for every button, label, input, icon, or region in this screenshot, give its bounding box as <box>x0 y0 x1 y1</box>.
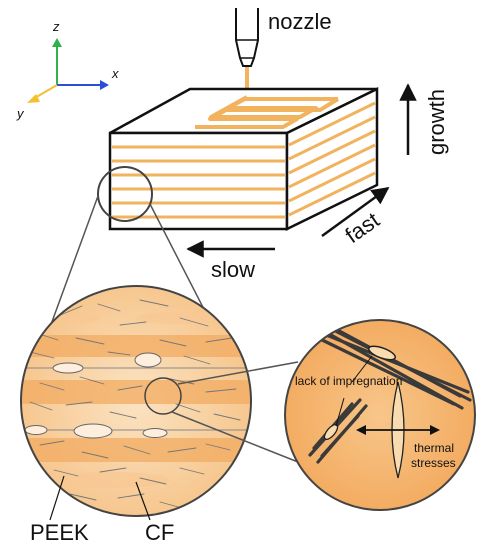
fast-label: fast <box>341 207 384 248</box>
inner-zoom-circle <box>144 377 182 415</box>
z-axis-arrowhead <box>52 38 62 47</box>
nozzle-body <box>235 8 259 67</box>
printed-part <box>108 86 379 232</box>
fiber-bundle-upper <box>312 320 472 410</box>
coordinate-axes: z x y <box>16 19 119 121</box>
carbon-fibers <box>29 299 241 509</box>
interlayer-bands <box>21 335 251 462</box>
void-lower <box>323 423 339 441</box>
inner-guide-bottom <box>171 411 299 463</box>
cf-label: CF <box>145 520 174 545</box>
cf-leader <box>135 481 151 521</box>
void-upper <box>367 345 397 361</box>
fast-arrow <box>321 186 390 238</box>
stresses-label: stresses <box>411 456 456 470</box>
microstructure-circle <box>20 285 252 517</box>
peek-leader <box>49 475 65 521</box>
leader-line-lower <box>335 397 345 427</box>
leader-line-upper <box>351 355 373 383</box>
detail-circle: lack of impregnation thermal stresses <box>284 319 476 511</box>
x-axis-arrowhead <box>100 80 109 90</box>
peek-label: PEEK <box>30 520 89 545</box>
nozzle: nozzle <box>235 8 332 97</box>
side-layers <box>288 101 376 217</box>
slow-label: slow <box>211 257 255 282</box>
block-side-face <box>285 86 379 232</box>
y-axis-label: y <box>16 106 25 121</box>
z-axis-label: z <box>52 19 60 34</box>
block-front-face <box>108 131 289 231</box>
thermal-label: thermal <box>414 441 454 455</box>
y-axis-arrowhead <box>27 94 40 103</box>
block-zoom-circle <box>97 166 153 222</box>
inner-guide-top <box>177 361 299 385</box>
lack-of-impregnation-label: lack of impregnation <box>295 374 402 388</box>
growth-label: growth <box>424 89 449 155</box>
nozzle-label: nozzle <box>268 9 332 34</box>
voids <box>24 352 168 439</box>
x-axis-label: x <box>111 66 119 81</box>
